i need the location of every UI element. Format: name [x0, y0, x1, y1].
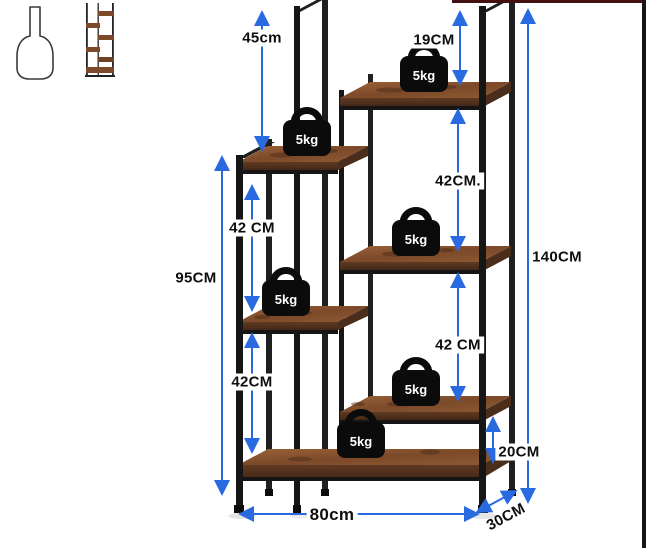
weight-5kg-icon: 5kg	[400, 43, 448, 92]
weight-label: 5kg	[296, 132, 318, 147]
dim-19cm: 19CM	[410, 31, 458, 49]
weight-label: 5kg	[413, 68, 435, 83]
weight-label: 5kg	[405, 382, 427, 397]
weight-label: 5kg	[350, 434, 372, 449]
top-edge-line	[452, 0, 646, 3]
product-outline-icon	[16, 6, 54, 80]
dim-42cm-left-lower: 42CM	[228, 373, 276, 391]
frame-mid-posts	[294, 6, 344, 506]
weight-5kg-icon: 5kg	[283, 107, 331, 156]
right-edge-line	[642, 0, 646, 548]
shelf-bottom	[238, 449, 511, 481]
weight-label: 5kg	[405, 232, 427, 247]
shelf-right-lower	[340, 396, 511, 424]
weight-5kg-icon: 5kg	[262, 267, 310, 316]
product-thumbnail	[85, 3, 115, 77]
dim-20cm: 20CM	[495, 443, 543, 461]
frame-front-posts	[236, 6, 486, 506]
dim-140cm: 140CM	[529, 248, 585, 266]
dim-80cm: 80cm	[306, 505, 358, 525]
weight-5kg-icon: 5kg	[392, 207, 440, 256]
dim-45cm: 45cm	[239, 29, 285, 47]
dim-42cm-right-upper: 42CM.	[432, 172, 484, 190]
dim-95cm: 95CM	[172, 269, 220, 287]
weight-5kg-icon: 5kg	[337, 409, 385, 458]
weight-label: 5kg	[275, 292, 297, 307]
dim-42cm-right-lower: 42 CM	[432, 336, 484, 354]
dim-42cm-left-upper: 42 CM	[226, 219, 278, 237]
weight-5kg-icon: 5kg	[392, 357, 440, 406]
